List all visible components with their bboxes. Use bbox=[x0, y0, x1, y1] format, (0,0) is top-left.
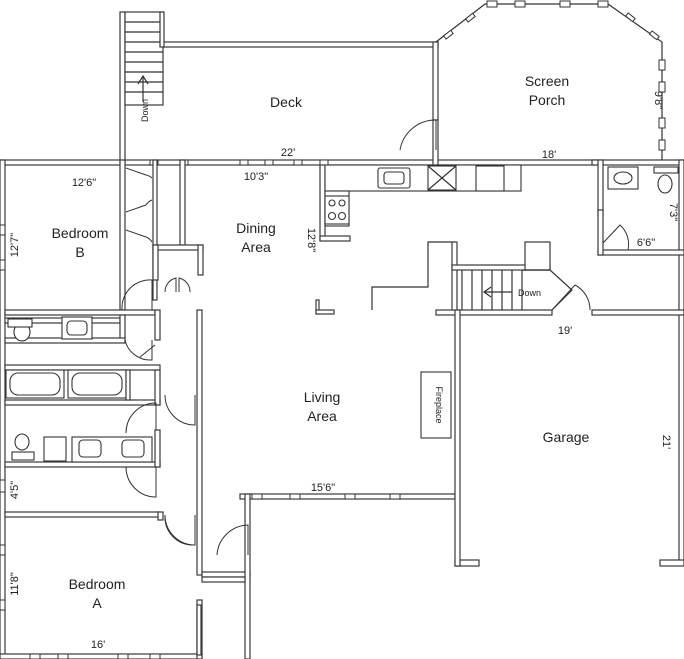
deck-stairs-down-label: Down bbox=[140, 99, 150, 122]
bedroom-a: Bedroom A 16' 11'8" 4'5" bbox=[0, 479, 194, 659]
storage-closet bbox=[201, 576, 246, 583]
screen-porch-label-1: Screen bbox=[525, 73, 569, 89]
screen-porch-label-2: Porch bbox=[529, 92, 566, 108]
porch-width-dim: 18' bbox=[542, 149, 556, 161]
dining-label-2: Area bbox=[241, 239, 271, 255]
porch-depth-dim: 9'8" bbox=[652, 91, 664, 109]
hall-depth-dim: 4'5" bbox=[9, 481, 21, 499]
deck: Down Deck 22' bbox=[119, 11, 439, 163]
living-label-2: Area bbox=[307, 408, 337, 424]
bath-width-dim: 6'6" bbox=[637, 237, 655, 249]
garage-depth-dim: 21' bbox=[660, 435, 672, 449]
bedroom-b-label-2: B bbox=[75, 244, 84, 260]
dining-label-1: Dining bbox=[236, 220, 276, 236]
bedroom-b-label-1: Bedroom bbox=[52, 225, 109, 241]
garage-label: Garage bbox=[543, 429, 590, 445]
hall-walls bbox=[164, 309, 251, 659]
garage: Garage 19' 21' bbox=[435, 309, 684, 567]
bedroom-a-label-2: A bbox=[92, 595, 102, 611]
bathroom-upper bbox=[4, 309, 161, 371]
bedroom-a-depth-dim: 11'8" bbox=[9, 572, 21, 596]
fireplace-label: Fireplace bbox=[434, 386, 444, 423]
kitchen bbox=[315, 164, 522, 315]
bedroom-b-depth-dim: 12'7" bbox=[9, 233, 21, 257]
living-width-dim: 15'6" bbox=[311, 482, 335, 494]
deck-label: Deck bbox=[270, 94, 303, 110]
basement-stairs: Down bbox=[451, 241, 591, 313]
bath-depth-dim: 7'3" bbox=[667, 203, 679, 221]
living-label-1: Living bbox=[304, 389, 341, 405]
dining-area: Dining Area 10'3" 12'8" bbox=[236, 164, 351, 255]
bedroom-b-width-dim: 12'6" bbox=[72, 177, 96, 189]
basement-stairs-down-label: Down bbox=[518, 288, 541, 298]
bathroom-lower bbox=[4, 429, 161, 498]
dining-depth-dim: 12'8" bbox=[305, 228, 317, 252]
bedroom-a-width-dim: 16' bbox=[91, 639, 105, 651]
deck-width-dim: 22' bbox=[281, 147, 295, 159]
living-area: Fireplace Living Area 15'6" bbox=[251, 371, 452, 500]
bedroom-b: Bedroom B 12'6" 12'7" bbox=[0, 159, 204, 316]
garage-width-dim: 19' bbox=[558, 325, 572, 337]
bedroom-a-label-1: Bedroom bbox=[69, 576, 126, 592]
half-bath: 6'6" 7'3" bbox=[597, 159, 684, 256]
dining-width-dim: 10'3" bbox=[244, 171, 268, 183]
bathroom-middle bbox=[4, 369, 161, 434]
screen-porch: Screen Porch 18' 9'8" bbox=[399, 0, 666, 166]
